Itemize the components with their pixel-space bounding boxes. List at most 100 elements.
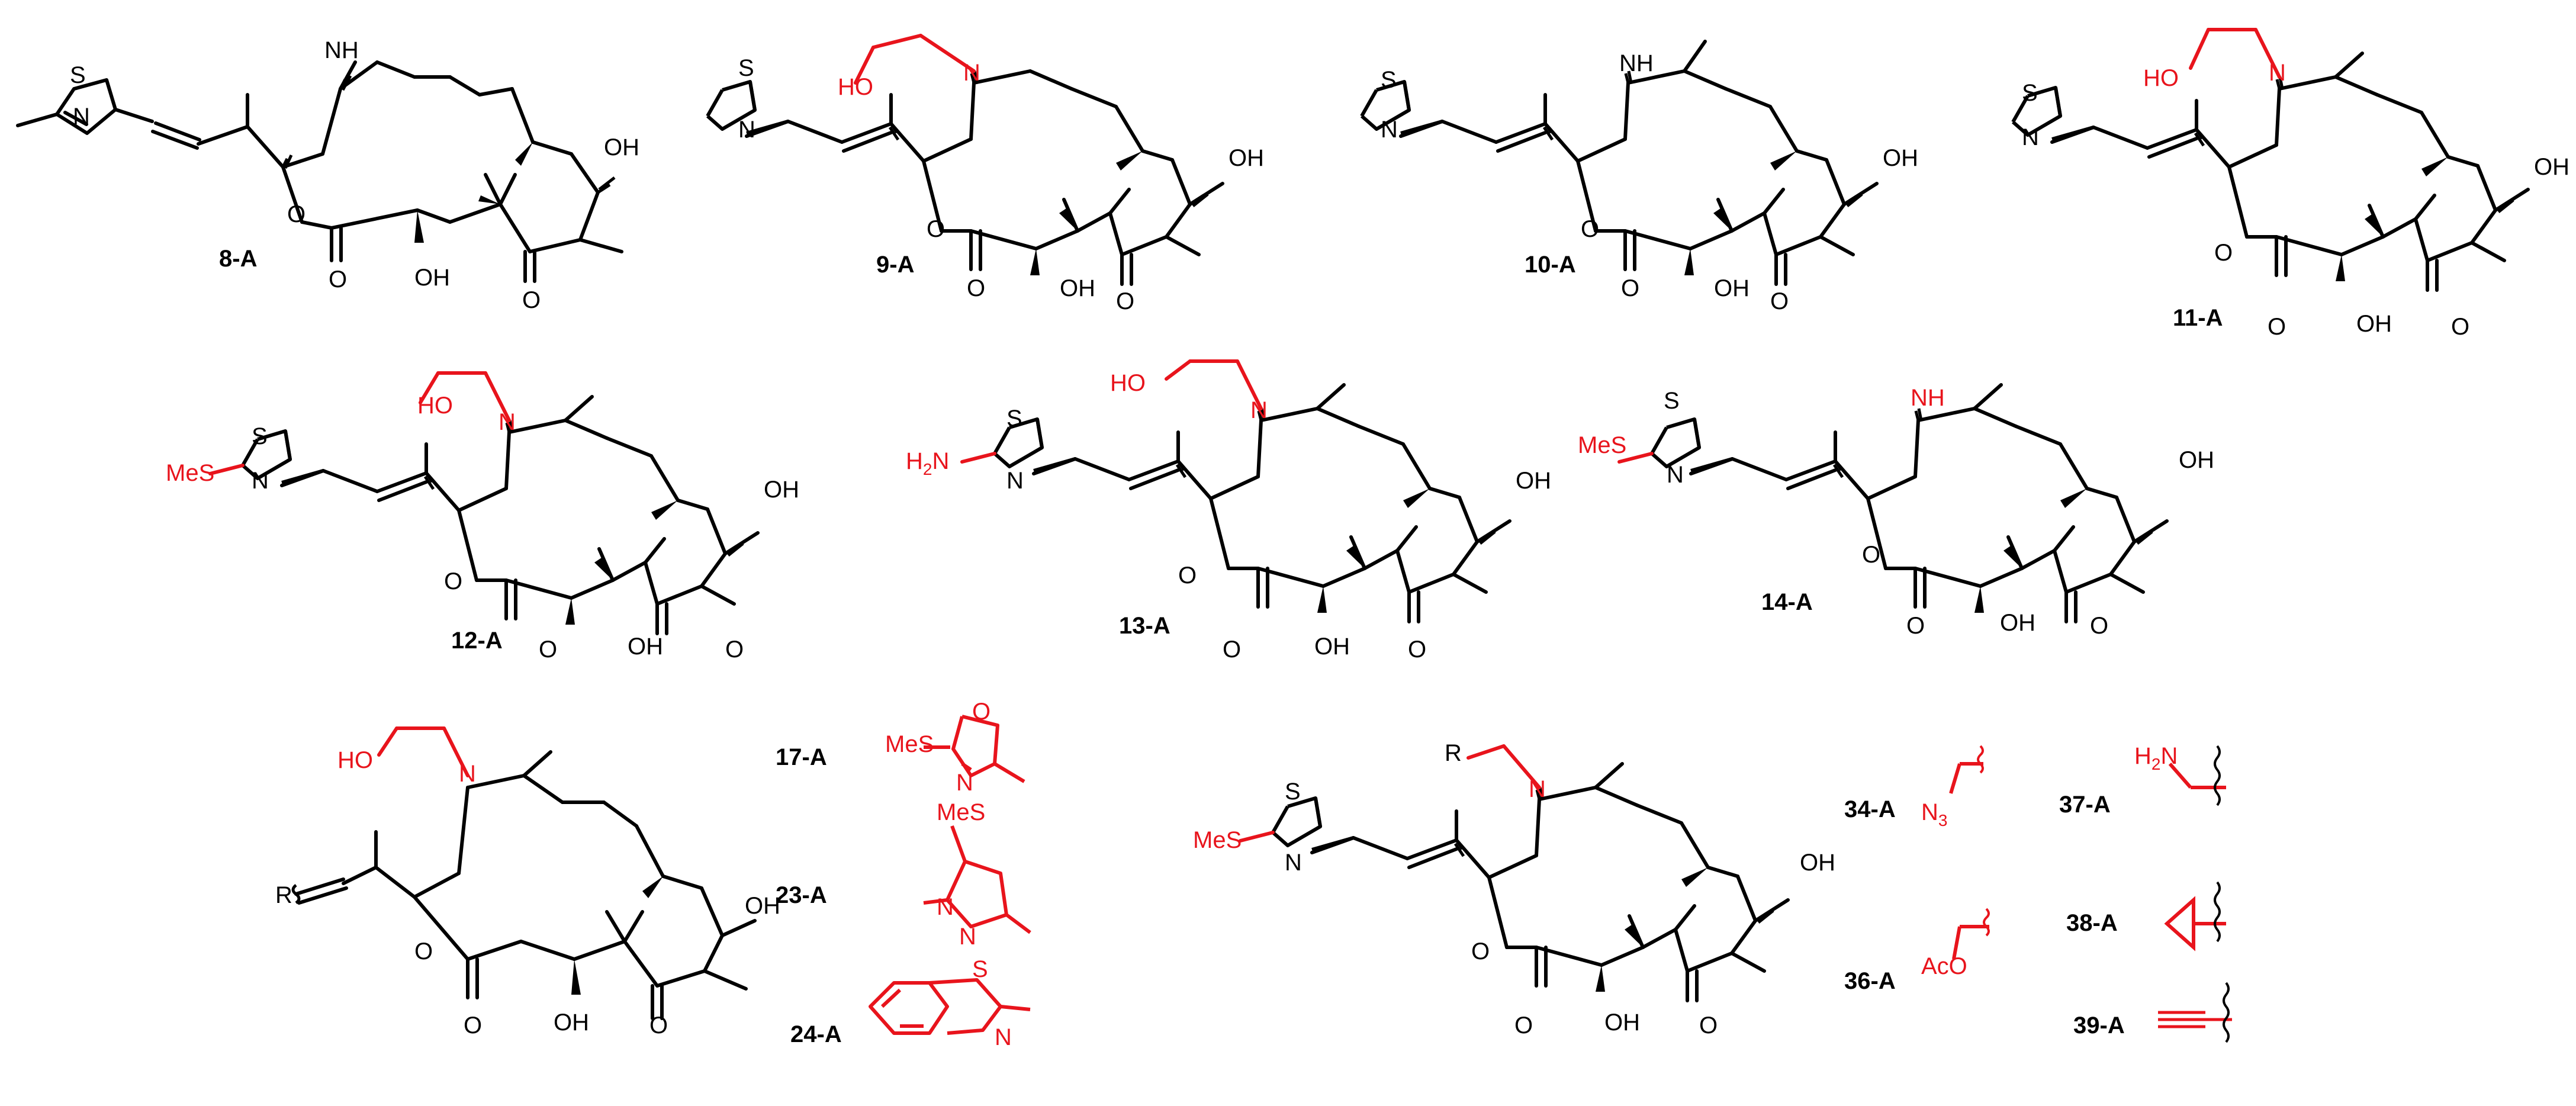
compound-label: 13-A — [1119, 613, 1170, 639]
r-group-label: 23-A — [776, 882, 827, 908]
compound-8a-structure: S N NH OH O O OH O 8-A — [16, 37, 639, 313]
ketone-oxygen-atom: O — [1770, 288, 1789, 314]
carbonyl-oxygen-atom: O — [1223, 636, 1241, 663]
ketone-oxygen-atom: O — [2090, 613, 2108, 639]
thiazole-nitrogen-atom: N — [73, 104, 90, 130]
thiazole-nitrogen-atom: N — [1285, 850, 1302, 876]
r-group-label: 37-A — [2059, 792, 2111, 818]
n-hydroxyethyl-oh-atom: HO — [417, 393, 453, 419]
thiazole-sulfur-atom: S — [70, 62, 86, 88]
amine-h2n-substituent: H2N — [2134, 743, 2178, 773]
lactone-oxygen-atom: O — [1862, 542, 1880, 568]
oxazole-mes-substituent: MeS — [885, 731, 934, 757]
hydroxyl-atom: OH — [764, 477, 799, 503]
pyrazole-nitrogen-atom: N — [959, 924, 976, 950]
carbonyl-oxygen-atom: O — [1906, 613, 1925, 639]
ketone-oxygen-atom: O — [522, 287, 541, 313]
r-group-label: 17-A — [776, 744, 827, 770]
hydroxyl-atom: OH — [1714, 275, 1750, 301]
lactone-oxygen-atom: O — [1178, 562, 1197, 589]
aziridine-n-atom: N — [2269, 60, 2286, 86]
hydroxyl-atom: OH — [2356, 311, 2392, 337]
lactone-oxygen-atom: O — [414, 938, 433, 964]
n-hydroxyethyl-oh-atom: HO — [1110, 370, 1146, 396]
hydroxyl-atom: OH — [2534, 154, 2569, 180]
pyrazole-nitrogen-atom: N — [937, 894, 954, 920]
r-group-label: 39-A — [2073, 1012, 2125, 1039]
carbonyl-oxygen-atom: O — [329, 266, 347, 292]
compound-label: 11-A — [2173, 305, 2223, 331]
r-group-label: 34-A — [1844, 796, 1896, 822]
r-group-39a: 39-A — [2073, 982, 2232, 1043]
azide-n: N — [1921, 799, 1938, 825]
ketone-oxygen-atom: O — [1116, 288, 1134, 314]
thiazole-nitrogen-atom: N — [1667, 462, 1684, 488]
hydroxyl-atom: OH — [1060, 275, 1095, 301]
n-hydroxyethyl-oh-atom: HO — [838, 74, 873, 100]
r-group-24a: 24-A S N — [790, 956, 1031, 1050]
hydroxyl-atom: OH — [1516, 468, 1551, 494]
thiazole-amino-substituent: H2N — [906, 448, 949, 478]
amine-subscript: 2 — [2152, 755, 2161, 773]
amine-h: H — [2134, 743, 2152, 769]
thiazole-mes-substituent: MeS — [1578, 432, 1626, 458]
aziridine-nh-atom: NH — [1619, 50, 1654, 76]
thiazole-sulfur-atom: S — [2022, 80, 2038, 106]
thiazole-sulfur-atom: S — [252, 423, 268, 449]
aziridine-nh-atom: NH — [324, 37, 359, 63]
carbonyl-oxygen-atom: O — [1514, 1012, 1533, 1039]
compound-10a-structure: NH S N OH O O OH O 10-A — [1362, 40, 1918, 314]
lactone-oxygen-atom: O — [1581, 216, 1599, 242]
r-group-37a: 37-A H2N — [2059, 743, 2226, 818]
ketone-oxygen-atom: O — [2451, 314, 2469, 340]
azide-n3-atom: N3 — [1921, 799, 1947, 830]
amino-h: H — [906, 448, 923, 474]
compound-label: 9-A — [876, 252, 914, 278]
compound-13a-structure: H2N HO N S N OH O O OH O 13-A — [906, 359, 1551, 663]
carbonyl-oxygen-atom: O — [1621, 275, 1639, 301]
hydroxyl-atom: OH — [1604, 1009, 1640, 1036]
oxazole-nitrogen-atom: N — [956, 770, 973, 796]
hydroxyl-atom: OH — [745, 893, 780, 919]
compound-12a-structure: MeS HO N S N OH O O OH O 12-A — [166, 371, 799, 663]
lactone-oxygen-atom: O — [444, 568, 462, 594]
thiazole-sulfur-atom: S — [1381, 67, 1397, 93]
benzothiazole-nitrogen-atom: N — [995, 1024, 1012, 1050]
n-hydroxyethyl-oh-atom: HO — [2143, 65, 2179, 91]
amino-subscript: 2 — [923, 460, 932, 478]
lactone-oxygen-atom: O — [287, 201, 305, 227]
compound-label: 8-A — [219, 246, 257, 272]
thiazole-sulfur-atom: S — [1664, 388, 1680, 414]
lactone-oxygen-atom: O — [2214, 240, 2233, 266]
hydroxyl-atom: OH — [1314, 634, 1350, 660]
thiazole-sulfur-atom: S — [1006, 406, 1022, 432]
pyrazole-mes-substituent: MeS — [937, 799, 985, 825]
ketone-oxygen-atom: O — [1408, 636, 1426, 663]
carbonyl-oxygen-atom: O — [539, 636, 557, 663]
thiazole-nitrogen-atom: N — [252, 468, 269, 494]
n-hydroxyethyl-oh-atom: HO — [337, 747, 373, 773]
compound-label: 10-A — [1525, 252, 1576, 278]
aziridine-n-atom: N — [963, 60, 980, 86]
r-group-label: 24-A — [790, 1021, 842, 1047]
hydroxyl-atom: OH — [1228, 145, 1264, 171]
thiazole-nitrogen-atom: N — [1381, 117, 1398, 143]
hydroxyl-atom: OH — [554, 1009, 589, 1036]
r-group-23a: 23-A MeS N N — [776, 799, 1031, 950]
r-group-label: 38-A — [2066, 910, 2118, 936]
compound-label: 14-A — [1761, 589, 1813, 615]
lactone-oxygen-atom: O — [927, 216, 945, 242]
acetoxy-aco-substituent: AcO — [1921, 953, 1967, 979]
hydroxyl-atom: OH — [628, 634, 663, 660]
hydroxyl-atom: OH — [1883, 145, 1918, 171]
r-group-34a: 34-A N3 — [1844, 745, 1984, 830]
ketone-oxygen-atom: O — [725, 636, 744, 663]
r-group-label: 36-A — [1844, 968, 1896, 994]
carbonyl-oxygen-atom: O — [2268, 314, 2286, 340]
r-variable-core-structure: R HO N OH O O OH O — [275, 726, 780, 1039]
benzothiazole-sulfur-atom: S — [972, 956, 988, 982]
r-n-substituent-core-structure: MeS R N S N OH O O OH O — [1193, 740, 1835, 1039]
azide-subscript: 3 — [1938, 811, 1948, 830]
compound-14a-structure: MeS NH S N OH O O OH O 14-A — [1578, 383, 2214, 639]
